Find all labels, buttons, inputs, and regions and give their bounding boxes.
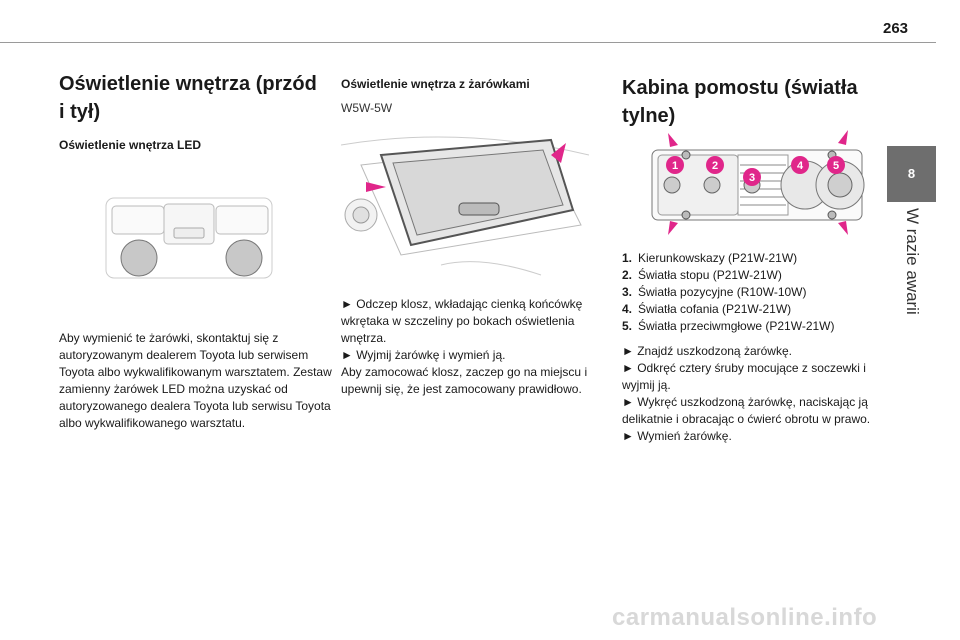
chapter-tab[interactable]: 8 bbox=[887, 146, 936, 202]
bulbs-step-2: ► Wyjmij żarówkę i wymień ją. bbox=[341, 348, 506, 362]
list-item: 3.Światła pozycyjne (R10W-10W) bbox=[622, 285, 807, 299]
led-paragraph: Aby wymienić te żarówki, skontaktuj się … bbox=[59, 331, 332, 430]
section-title-interior: Oświetlenie wnętrza (przód i tył) bbox=[59, 73, 317, 123]
chapter-title-vertical: W razie awarii bbox=[902, 208, 922, 328]
list-item: 2.Światła stopu (P21W-21W) bbox=[622, 268, 782, 282]
marker-1: 1 bbox=[672, 160, 678, 172]
bulb-markers: 1 2 3 4 5 bbox=[666, 156, 845, 186]
marker-4: 4 bbox=[797, 160, 804, 172]
footer-watermark: carmanualsonline.info bbox=[612, 604, 878, 631]
chapter-title: W razie awarii bbox=[903, 208, 922, 315]
bulb-list: 1.Kierunkowskazy (P21W-21W) 2.Światła st… bbox=[622, 250, 872, 335]
subheading-bulbs: Oświetlenie wnętrza z żarówkami bbox=[341, 77, 530, 91]
marker-3: 3 bbox=[749, 172, 755, 184]
bulbs-step-1: ► Odczep klosz, wkładając cienką końcówk… bbox=[341, 297, 583, 345]
list-item: 4.Światła cofania (P21W-21W) bbox=[622, 302, 792, 316]
marker-2: 2 bbox=[712, 160, 718, 172]
chapter-number: 8 bbox=[907, 166, 916, 181]
header-rule bbox=[0, 42, 936, 43]
rear-step-3: ► Wykręć uszkodzoną żarówkę, naciskając … bbox=[622, 395, 871, 426]
marker-5: 5 bbox=[833, 160, 839, 172]
rear-step-4: ► Wymień żarówkę. bbox=[622, 429, 732, 443]
rear-lights-illustration: 1 2 3 4 5 bbox=[651, 130, 865, 235]
column-rear-lights: Kabina pomostu (światła tylne) bbox=[622, 74, 872, 130]
list-item: 1.Kierunkowskazy (P21W-21W) bbox=[622, 251, 798, 265]
bulbs-note: Aby zamocować klosz, zaczep go na miejsc… bbox=[341, 365, 588, 396]
rear-steps: ► Znajdź uszkodzoną żarówkę. ► Odkręć cz… bbox=[622, 343, 874, 445]
list-item: 5.Światła przeciwmgłowe (P21W-21W) bbox=[622, 319, 835, 333]
column-bulbs: Oświetlenie wnętrza z żarówkami W5W-5W bbox=[341, 77, 601, 115]
column-led: Oświetlenie wnętrza (przód i tył) Oświet… bbox=[59, 70, 324, 152]
bulbs-text-block: ► Odczep klosz, wkładając cienką końcówk… bbox=[341, 296, 593, 398]
bulb-type: W5W-5W bbox=[341, 101, 393, 115]
led-text-block: Aby wymienić te żarówki, skontaktuj się … bbox=[59, 330, 334, 432]
bulb-light-illustration bbox=[341, 136, 589, 276]
subheading-led: Oświetlenie wnętrza LED bbox=[59, 138, 202, 152]
rear-step-2: ► Odkręć cztery śruby mocujące z soczewk… bbox=[622, 361, 866, 392]
rear-step-1: ► Znajdź uszkodzoną żarówkę. bbox=[622, 344, 792, 358]
section-title-rear: Kabina pomostu (światła tylne) bbox=[622, 77, 858, 127]
page-number: 263 bbox=[883, 20, 909, 37]
led-light-illustration bbox=[105, 197, 273, 279]
